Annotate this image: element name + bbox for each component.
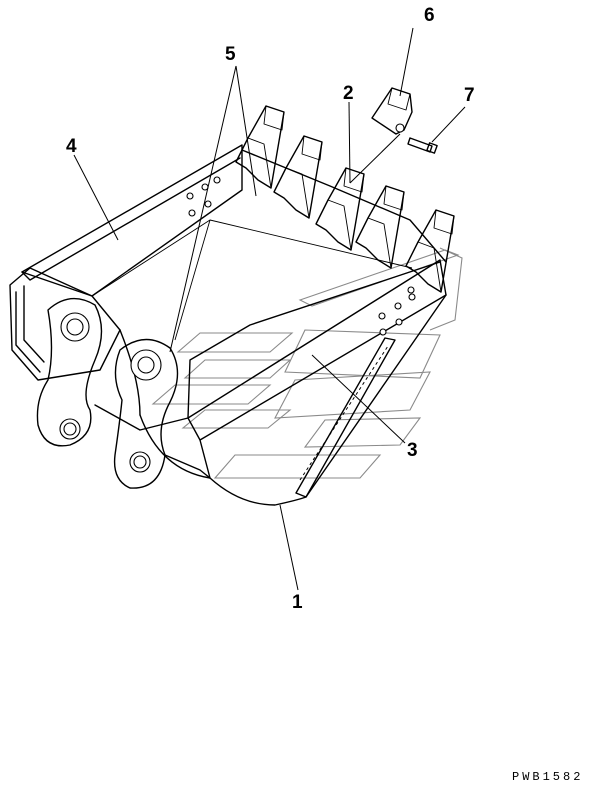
leader-6 [399, 27, 414, 97]
drawing-code: PWB1582 [512, 770, 583, 784]
tooth [355, 185, 405, 269]
leader-3 [311, 354, 406, 444]
callout-3: 3 [407, 440, 418, 461]
watermark-logo [151, 247, 463, 479]
teeth [235, 105, 455, 293]
left-boss [36, 297, 103, 447]
callout-1: 1 [292, 592, 303, 613]
callout-5: 5 [225, 44, 236, 65]
leader-2 [348, 101, 351, 184]
exploded-pin [407, 137, 438, 154]
right-boss [113, 338, 179, 489]
callout-6: 6 [424, 5, 435, 26]
callout-4: 4 [66, 136, 77, 157]
tooth [405, 209, 455, 293]
exploded-tooth-point [371, 87, 413, 135]
left-side-plate [21, 144, 243, 297]
leader-7 [431, 106, 466, 143]
callout-labels: 1 2 3 4 5 6 7 [66, 5, 475, 613]
tooth [273, 135, 323, 219]
tooth [315, 167, 365, 251]
callout-7: 7 [464, 85, 475, 106]
leader-5 [235, 65, 257, 197]
tooth [235, 105, 285, 189]
bucket-body [9, 144, 447, 506]
leader-lines [73, 27, 466, 591]
leader-4 [73, 154, 119, 241]
callout-2: 2 [343, 83, 354, 104]
leader-1 [279, 504, 299, 591]
